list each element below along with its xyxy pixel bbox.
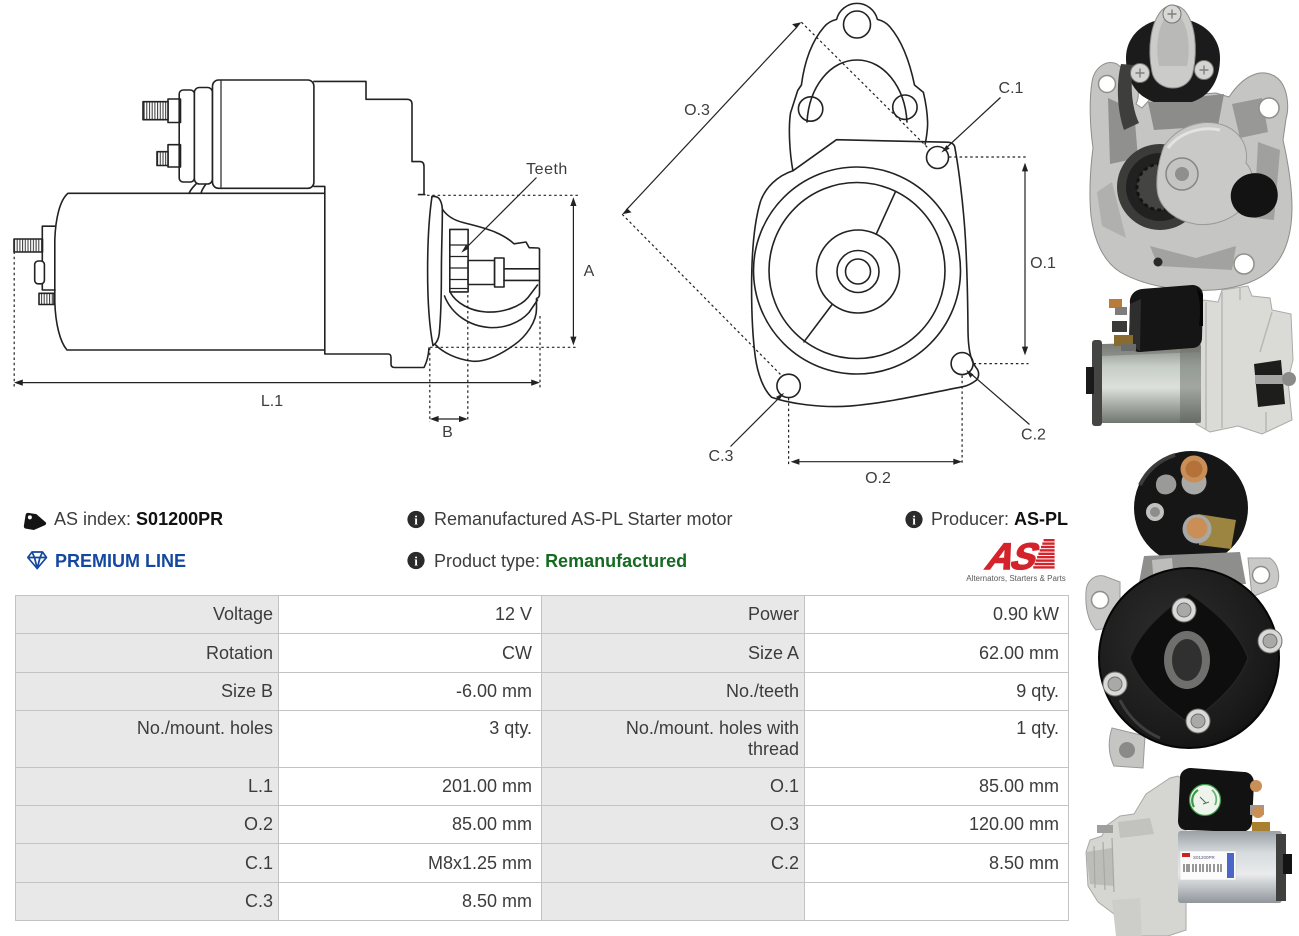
svg-text:L.1: L.1: [261, 393, 283, 410]
svg-text:C.3: C.3: [709, 448, 734, 465]
svg-text:i: i: [414, 554, 418, 569]
svg-text:AS: AS: [980, 536, 1045, 577]
svg-text:C.2: C.2: [1021, 427, 1046, 444]
svg-text:Teeth: Teeth: [526, 161, 568, 178]
svg-text:O.1: O.1: [1030, 255, 1056, 272]
svg-text:C.1: C.1: [999, 80, 1024, 97]
svg-text:S01200PR: S01200PR: [1193, 855, 1216, 860]
svg-text:i: i: [414, 513, 418, 528]
svg-text:O.3: O.3: [684, 102, 710, 119]
svg-text:i: i: [912, 513, 916, 528]
svg-text:O.2: O.2: [865, 470, 891, 487]
svg-text:B: B: [442, 424, 453, 441]
svg-text:Alternators, Starters & Parts: Alternators, Starters & Parts: [966, 574, 1066, 583]
svg-text:A: A: [584, 263, 595, 280]
